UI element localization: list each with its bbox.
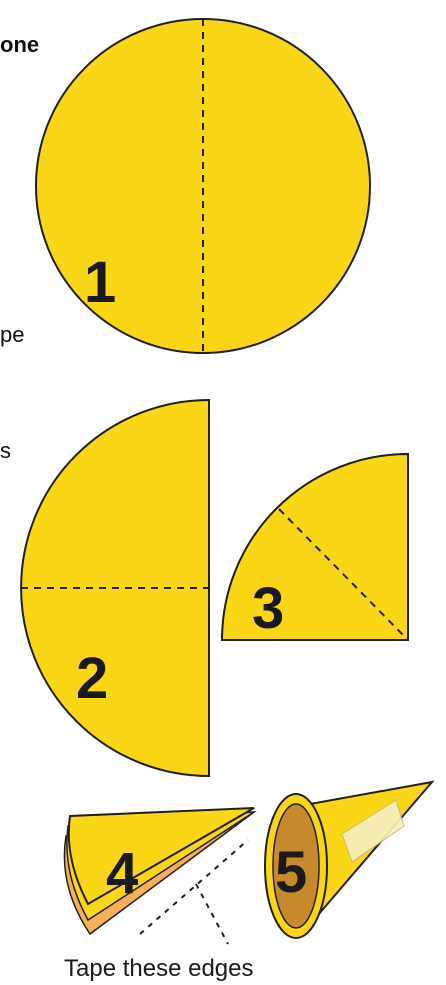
cut-off-text-top: one <box>0 32 40 57</box>
step-number-3: 3 <box>252 576 284 641</box>
step-5-group: 5 <box>264 780 435 939</box>
caption-tape-edges: Tape these edges <box>64 955 253 982</box>
step-number-5: 5 <box>275 840 307 905</box>
folded-wedge-icon <box>67 807 255 906</box>
edge-marker-line-right <box>195 883 229 945</box>
step-number-1: 1 <box>84 250 116 315</box>
cone-opening <box>272 803 320 929</box>
step-number-4: 4 <box>106 841 138 906</box>
step-2-group: 2 <box>20 398 210 778</box>
step-1-group: 1 <box>35 18 371 354</box>
step-3-group: 3 <box>220 452 409 641</box>
tape-strip-icon <box>341 799 405 863</box>
step-number-2: 2 <box>76 646 108 711</box>
cut-off-text-lower: s <box>0 438 11 463</box>
step-4-group: 4 <box>63 807 257 945</box>
edge-marker-line-left <box>139 839 249 935</box>
fold-line-diagonal <box>278 508 409 641</box>
cut-off-text-middle: pe <box>0 322 25 347</box>
